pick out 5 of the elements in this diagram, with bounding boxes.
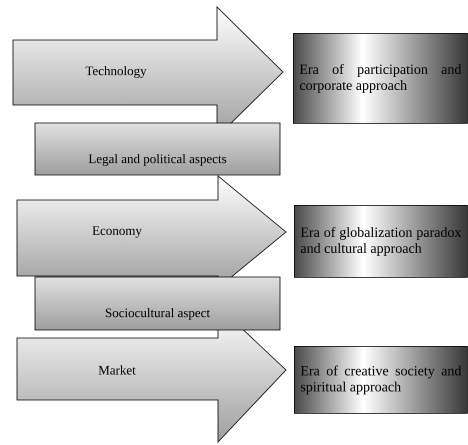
era-box: Era of globalization paradox and cultural approach (294, 205, 468, 278)
era-box: Era of participation and corporate approach (293, 33, 468, 124)
aspect-box: Sociocultural aspect (34, 276, 280, 330)
aspect-box: Legal and political aspects (34, 122, 280, 176)
era-box: Era of creative society and spiritual approach (294, 346, 468, 414)
